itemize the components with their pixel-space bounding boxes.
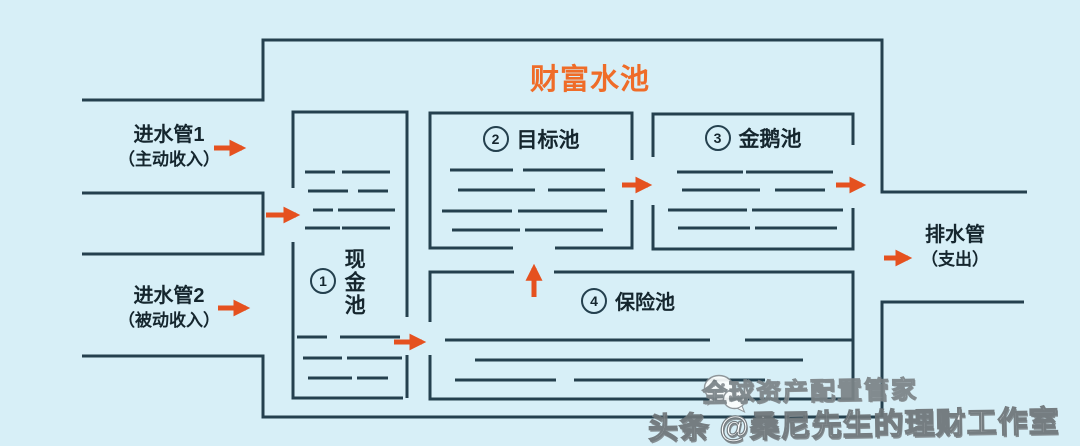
pool-number-badge: 2 [482, 126, 509, 152]
pool-number-badge: 1 [310, 268, 336, 294]
outer-top-wall-and-drain-top [82, 38, 1027, 194]
inflow2-label: 进水管2 [133, 285, 205, 307]
pool-label-goose: 3 金鹅池 [653, 123, 853, 153]
drain-label-group: 排水管 （支出） [885, 222, 1025, 272]
pool-name-insurance: 保险池 [615, 292, 675, 314]
outer-bottom-wall-and-drain-bottom [82, 300, 1024, 419]
water-lines [297, 168, 852, 382]
pool-name-goal: 目标池 [516, 129, 580, 152]
inflow1-label: 进水管1 [133, 124, 205, 146]
pool-number-badge: 3 [704, 125, 731, 151]
diagram-title: 财富水池 [529, 64, 650, 96]
insurance-pool-walls [428, 270, 855, 401]
pool-label-cash: 1 现金池 [310, 248, 365, 317]
flow-arrows [214, 139, 913, 351]
pool-name-goose: 金鹅池 [738, 128, 802, 151]
goose-pool-walls [651, 112, 855, 251]
drain-sublabel: （支出） [921, 250, 989, 269]
pool-label-insurance: 4 保险池 [528, 286, 728, 315]
drain-label: 排水管 [925, 224, 985, 246]
cash-pool-walls [291, 110, 409, 400]
pipe-network [82, 38, 1027, 419]
inflow1-label-group: 进水管1 （主动收入） [99, 122, 239, 172]
pool-number-badge: 4 [581, 287, 607, 314]
inflow1-sublabel: （主动收入） [118, 150, 220, 169]
inflow2-sublabel: （被动收入） [118, 311, 220, 330]
inflow-pipes-separator [82, 191, 265, 256]
pool-label-goal: 2 目标池 [430, 124, 632, 154]
inflow2-label-group: 进水管2 （被动收入） [99, 283, 239, 333]
pool-walls [291, 110, 855, 401]
goal-pool-walls [428, 111, 634, 250]
pool-name-cash: 现金池 [342, 248, 366, 317]
